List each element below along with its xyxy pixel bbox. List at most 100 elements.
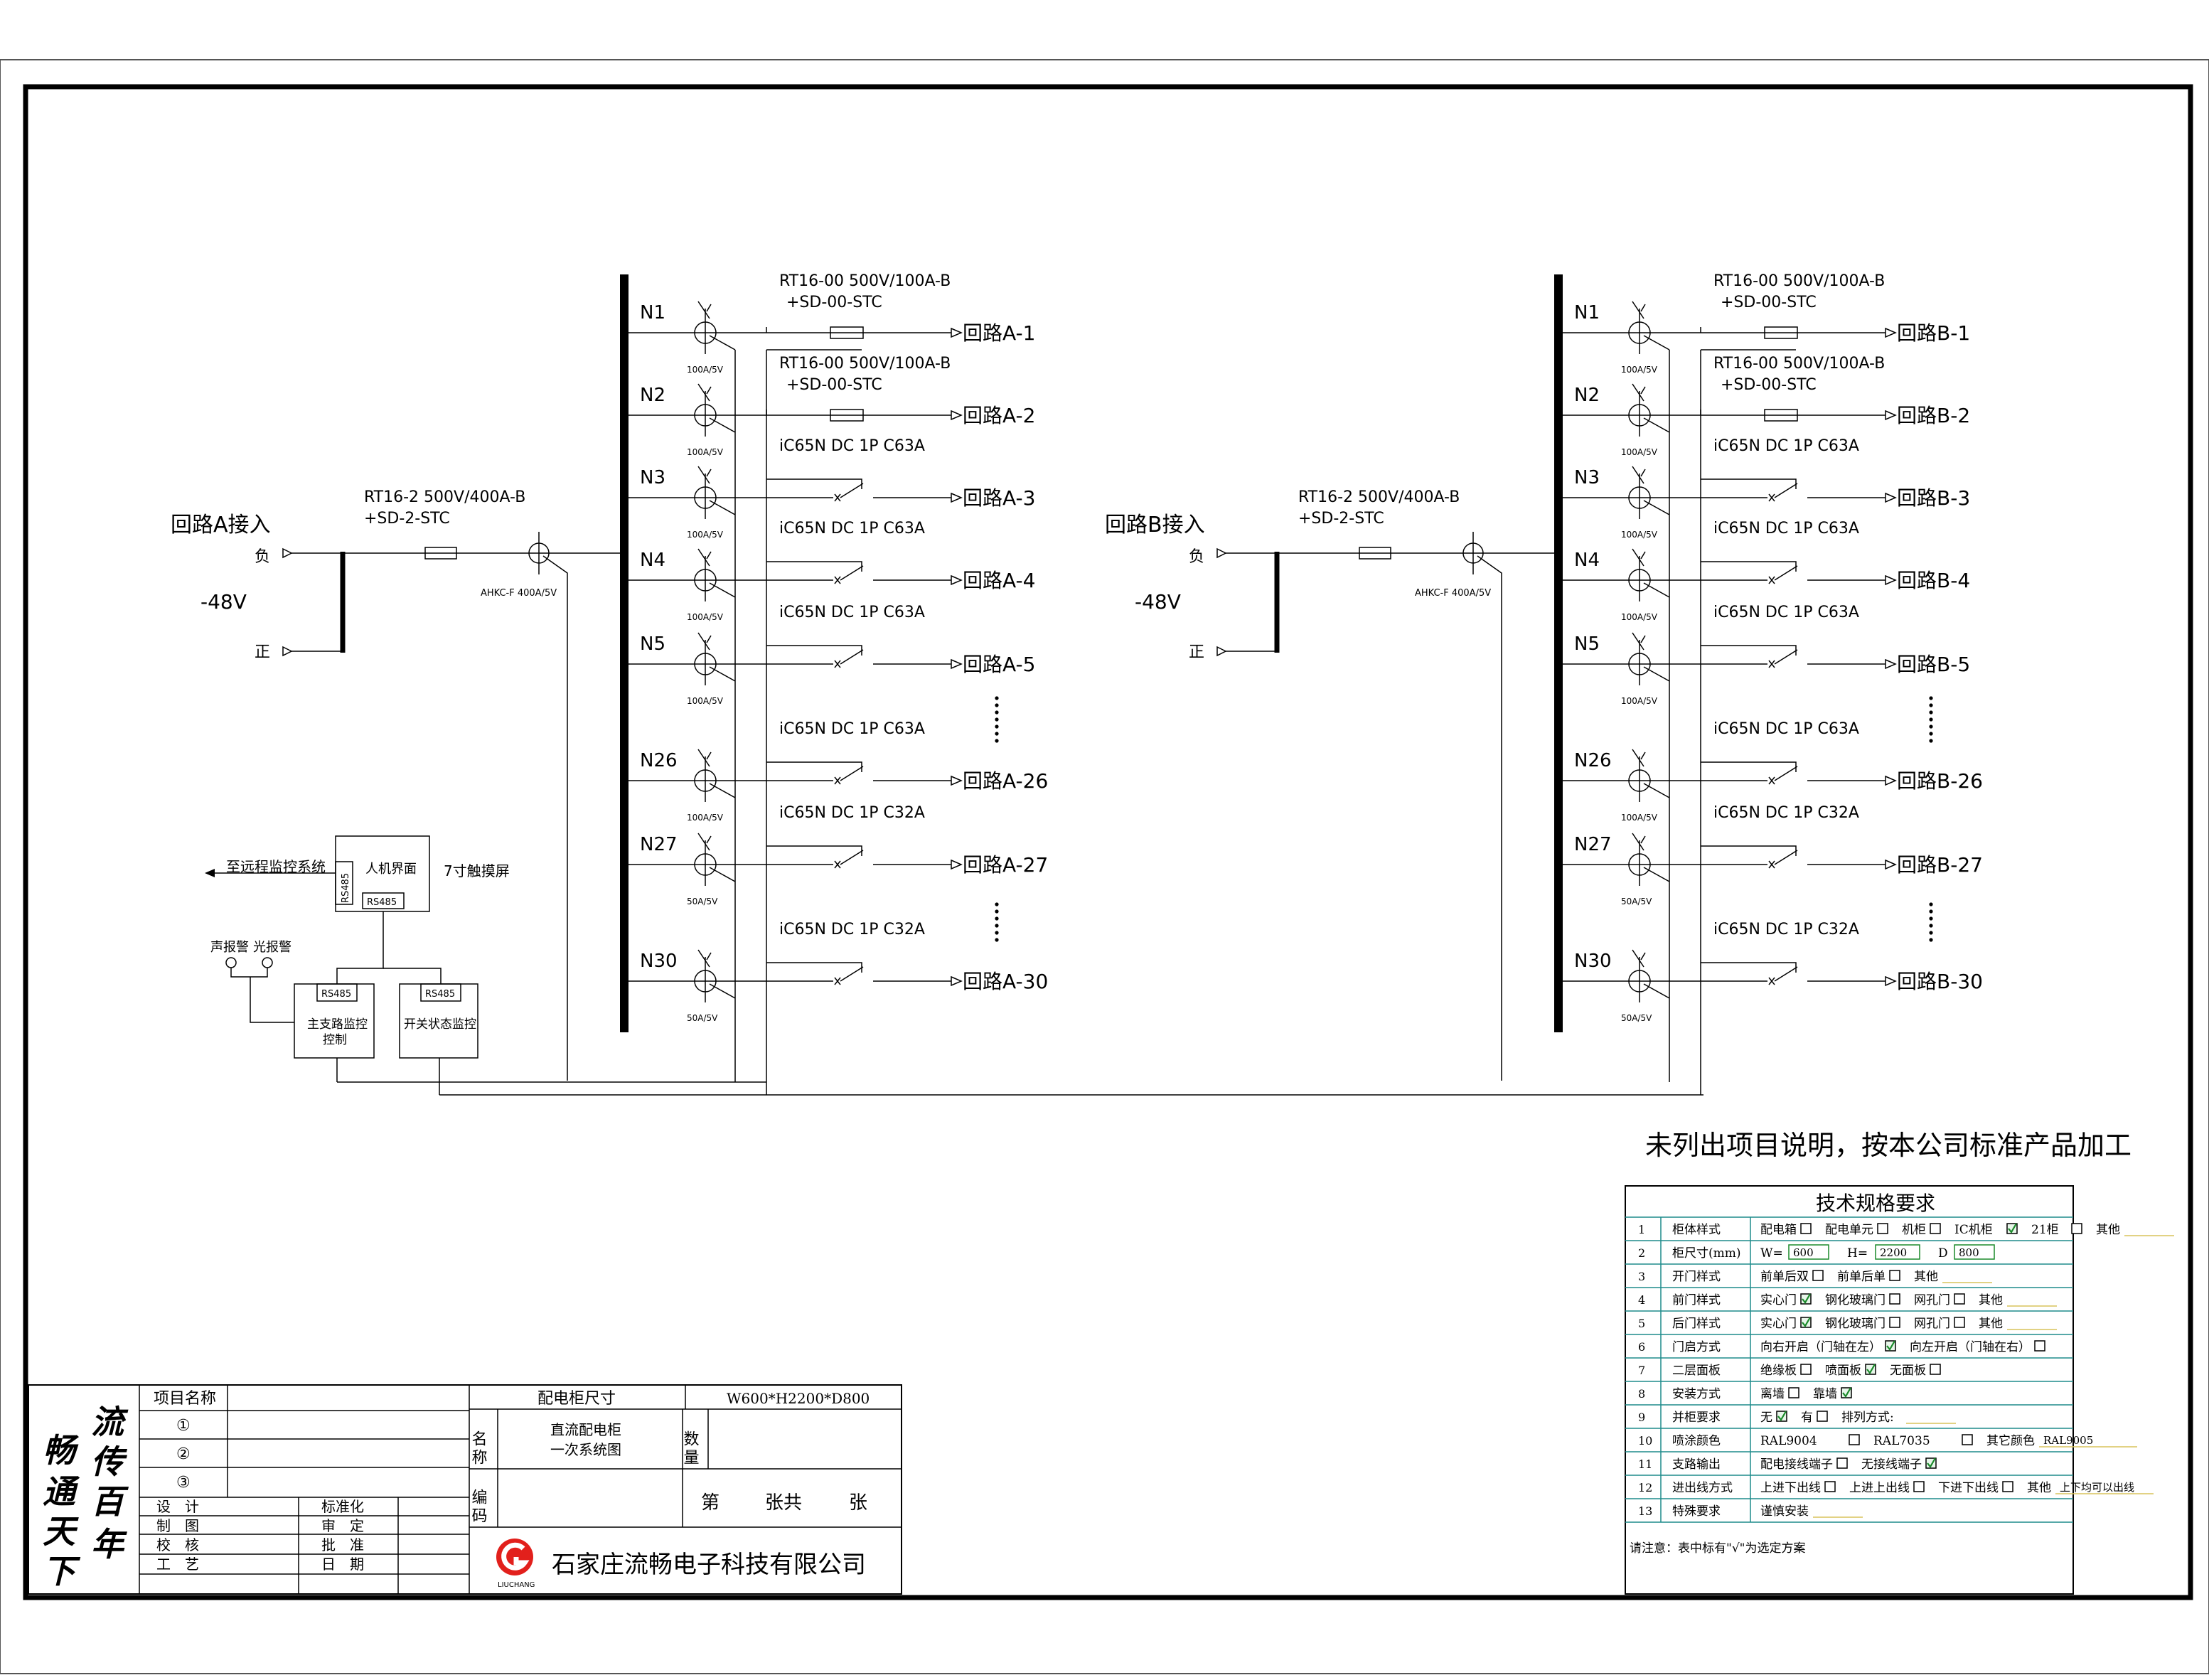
- circuit_b-branch-device-label-1: RT16-00 500V/100A-B: [1713, 272, 1885, 290]
- checkbox[interactable]: [2002, 1481, 2013, 1492]
- role-label: 校 核: [156, 1536, 199, 1553]
- svg-text:RS485: RS485: [425, 989, 455, 1000]
- checkbox[interactable]: [1877, 1223, 1888, 1234]
- spec-option-label: 配电箱: [1760, 1223, 1797, 1237]
- checkbox[interactable]: [1889, 1317, 1900, 1328]
- spec-option-label: 其他: [2096, 1223, 2120, 1237]
- checkbox[interactable]: [1788, 1387, 1799, 1398]
- circuit_a-branch-device-label-1: iC65N DC 1P C63A: [779, 520, 925, 537]
- circuit_b-incoming-title: 回路B接入: [1105, 513, 1205, 537]
- spec-row-name: 柜体样式: [1672, 1223, 1721, 1237]
- checkbox[interactable]: [1812, 1270, 1824, 1281]
- spec-row-name: 后门样式: [1672, 1317, 1721, 1331]
- circuit_b-branch-ct-label: 100A/5V: [1621, 365, 1658, 375]
- checkbox[interactable]: [1889, 1293, 1900, 1305]
- circuit_a-incoming-title: 回路A接入: [171, 513, 271, 537]
- circuit_b-branch-device-label-1: iC65N DC 1P C63A: [1713, 720, 1859, 738]
- checkbox[interactable]: [1800, 1364, 1812, 1375]
- spec-option-label: 21柜: [2031, 1223, 2059, 1237]
- circuit_b-branch-device-label-1: iC65N DC 1P C32A: [1713, 804, 1859, 822]
- circuit_b-branch-ct-label: 100A/5V: [1621, 530, 1658, 540]
- circuit_b-branch-ct-label: 100A/5V: [1621, 447, 1658, 457]
- spec-row-name: 喷涂颜色: [1672, 1434, 1721, 1448]
- checkbox[interactable]: [1836, 1457, 1848, 1469]
- role-label: 日 期: [321, 1556, 364, 1573]
- name-label: 名称: [469, 1430, 488, 1467]
- dimension-field[interactable]: [1788, 1244, 1829, 1260]
- spec-option-label: 前单后双: [1760, 1270, 1809, 1284]
- checkbox[interactable]: [1824, 1481, 1836, 1492]
- slogan-char: 流: [91, 1403, 129, 1441]
- circuit_b-node-label: N27: [1574, 834, 1612, 855]
- spec-option-label: 配电单元: [1825, 1223, 1873, 1237]
- checkbox[interactable]: [1849, 1434, 1860, 1445]
- dimension-field[interactable]: [1875, 1244, 1920, 1260]
- circuit_a-main-fuse-symbol: [424, 547, 457, 560]
- checkbox[interactable]: [1930, 1364, 1941, 1375]
- outer-frame: [0, 59, 2209, 1674]
- circuit_b-branch-device-label-1: RT16-00 500V/100A-B: [1713, 355, 1885, 373]
- spec-option-label: 绝缘板: [1760, 1364, 1797, 1378]
- circuit_a-node-label: N26: [640, 750, 678, 771]
- remote-monitor-label: 至远程监控系统: [226, 858, 326, 875]
- circuit_b-node-label: N26: [1574, 750, 1612, 771]
- dimension-field[interactable]: [1954, 1244, 1995, 1260]
- spec-option-label: 其他: [1914, 1270, 1938, 1284]
- circuit_b-branch-output-label: 回路B-26: [1897, 769, 1983, 793]
- drawing-name-1: 直流配电柜: [550, 1421, 621, 1438]
- circuit_a-branch-device-label-1: iC65N DC 1P C63A: [779, 604, 925, 621]
- spec-option-label: 喷面板: [1825, 1364, 1861, 1378]
- circuit_a-node-label: N27: [640, 834, 678, 855]
- spec-option-label: 向右开启（门轴在左）: [1760, 1340, 1881, 1354]
- circuit_b-main-ct-label: AHKC-F 400A/5V: [1415, 588, 1491, 599]
- circuit_b-branch-output-label: 回路B-2: [1897, 404, 1970, 427]
- circuit_b-branch-output-label: 回路B-3: [1897, 486, 1970, 510]
- circuit_b-main-fuse-label-1: RT16-2 500V/400A-B: [1298, 488, 1460, 506]
- circuit_a-branch-ct-label: 50A/5V: [687, 1013, 718, 1023]
- checkbox[interactable]: [1930, 1223, 1941, 1234]
- circuit_a-node-label: N4: [640, 550, 665, 571]
- circuit_b-main-fuse-symbol: [1359, 547, 1391, 560]
- circuit_b-voltage-label: -48V: [1135, 590, 1181, 614]
- checkbox[interactable]: [1889, 1270, 1900, 1281]
- circuit_b-branch-device-label-1: iC65N DC 1P C63A: [1713, 437, 1859, 455]
- circuit_b-branch-ct-label: 50A/5V: [1621, 1013, 1652, 1023]
- spec-option-label: 上进下出线: [1760, 1481, 1821, 1495]
- spec-row-number: 6: [1638, 1340, 1645, 1354]
- spec-option-label: 下进下出线: [1938, 1481, 1999, 1495]
- checkbox[interactable]: [1954, 1317, 1965, 1328]
- spec-option-label: IC机柜: [1954, 1223, 1993, 1237]
- check-icon: [1802, 1317, 1811, 1327]
- circuit_a-breaker-symbol: [840, 649, 864, 665]
- checkbox[interactable]: [1954, 1293, 1965, 1305]
- checkbox[interactable]: [1817, 1411, 1828, 1422]
- checkbox[interactable]: [1913, 1481, 1925, 1492]
- spec-row-name: 安装方式: [1672, 1387, 1721, 1401]
- checkbox[interactable]: [2071, 1223, 2082, 1234]
- circuit_a-neg-label: 负: [255, 548, 270, 566]
- spec-row-number: 11: [1638, 1457, 1652, 1471]
- checkbox[interactable]: [1962, 1434, 1973, 1445]
- circuit_a-main-fuse-label-2: +SD-2-STC: [364, 510, 450, 528]
- checkbox[interactable]: [1800, 1223, 1812, 1234]
- circuit_a-branch-device-label-1: iC65N DC 1P C32A: [779, 804, 925, 822]
- circuit_a-branch-fuse-symbol: [830, 326, 864, 339]
- spec-option-label: 无: [1760, 1411, 1772, 1425]
- role-label: 标准化: [321, 1498, 364, 1515]
- checkbox[interactable]: [2034, 1340, 2045, 1352]
- spec-table-title: 技术规格要求: [1816, 1192, 1935, 1215]
- circuit_b-branch-device-label-2: +SD-00-STC: [1721, 294, 1817, 311]
- slogan-char: 传: [91, 1443, 128, 1481]
- circuit_a-branch-device-label-1: iC65N DC 1P C63A: [779, 720, 925, 738]
- spec-option-label: H=: [1847, 1246, 1868, 1261]
- project-item-number: ①: [176, 1417, 191, 1435]
